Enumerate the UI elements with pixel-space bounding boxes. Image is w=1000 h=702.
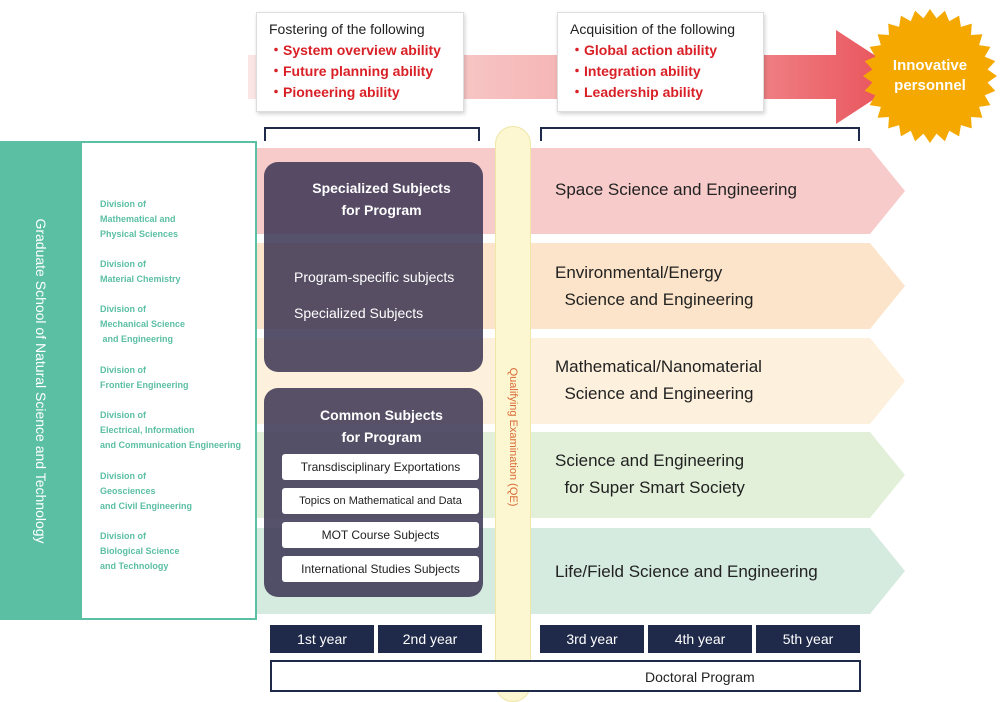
program-label-nanomaterial: Mathematical/Nanomaterial Science and En… xyxy=(555,353,762,407)
specialized-title: Specialized Subjects for Program xyxy=(264,177,499,221)
common-title-line: Common Subjects xyxy=(320,407,443,423)
school-bar: Graduate School of Natural Science and T… xyxy=(0,141,82,620)
year-1: 1st year xyxy=(270,625,374,653)
program-label-space: Space Science and Engineering xyxy=(555,176,797,203)
outcome-line1: Innovative xyxy=(892,57,968,74)
fostering-box: Fostering of the following ・System overv… xyxy=(256,12,464,112)
program-arrow-society xyxy=(530,432,905,518)
division-line: Frontier Engineering xyxy=(100,380,189,390)
division-frontier: Division of Frontier Engineering xyxy=(100,363,189,393)
program-line: Science and Engineering xyxy=(555,384,754,403)
program-line: Life/Field Science and Engineering xyxy=(555,562,818,581)
division-line: Geosciences xyxy=(100,486,156,496)
program-line: Space Science and Engineering xyxy=(555,180,797,199)
division-line: Division of xyxy=(100,199,147,209)
program-label-life: Life/Field Science and Engineering xyxy=(555,558,818,585)
school-name: Graduate School of Natural Science and T… xyxy=(33,218,49,544)
year-2: 2nd year xyxy=(378,625,482,653)
doctoral-program-box: Doctoral Program xyxy=(270,660,861,692)
doctoral-program-label: Doctoral Program xyxy=(645,669,755,685)
division-line: Division of xyxy=(100,471,147,481)
common-subject-item: International Studies Subjects xyxy=(282,556,479,582)
division-electrical: Division of Electrical, Information and … xyxy=(100,408,241,453)
division-material: Division of Material Chemistry xyxy=(100,257,181,287)
program-arrow-life xyxy=(530,528,905,614)
acquisition-item: ・Leadership ability xyxy=(570,84,704,100)
division-line: and Technology xyxy=(100,561,169,571)
common-subject-item: Transdisciplinary Exportations xyxy=(282,454,479,480)
program-line: Mathematical/Nanomaterial xyxy=(555,357,762,376)
division-line: and Civil Engineering xyxy=(100,501,193,511)
common-subject-item: MOT Course Subjects xyxy=(282,522,479,548)
program-label-society: Science and Engineering for Super Smart … xyxy=(555,447,745,501)
division-line: Mathematical and xyxy=(100,214,176,224)
program-line: Environmental/Energy xyxy=(555,263,723,282)
specialized-subjects-item: Specialized Subjects xyxy=(294,305,424,321)
program-specific-subjects: Program-specific subjects xyxy=(294,269,455,285)
program-line: Science and Engineering xyxy=(555,290,754,309)
acquisition-item: ・Integration ability xyxy=(570,63,701,79)
fostering-item: ・Future planning ability xyxy=(269,63,434,79)
division-line: Physical Sciences xyxy=(100,229,179,239)
program-arrow-space xyxy=(530,148,905,234)
acquisition-heading: Acquisition of the following xyxy=(570,21,735,37)
division-line: Division of xyxy=(100,259,147,269)
innovative-personnel-starburst xyxy=(863,9,997,143)
fostering-item: ・Pioneering ability xyxy=(269,84,400,100)
year-5: 5th year xyxy=(756,625,860,653)
division-line: Material Chemistry xyxy=(100,274,181,284)
acquisition-box: Acquisition of the following ・Global act… xyxy=(557,12,764,112)
doctoral-bracket xyxy=(540,127,860,141)
divisions-panel: Division of Mathematical and Physical Sc… xyxy=(82,141,257,620)
fostering-heading: Fostering of the following xyxy=(269,21,425,37)
common-title-line: for Program xyxy=(341,429,422,445)
division-line: Division of xyxy=(100,365,147,375)
fostering-item: ・System overview ability xyxy=(269,42,441,58)
specialized-subjects-box xyxy=(264,162,483,372)
division-line: Biological Science xyxy=(100,546,180,556)
division-line: and Communication Engineering xyxy=(100,440,242,450)
specialized-title-line: Specialized Subjects xyxy=(312,180,451,196)
outcome-line2: personnel xyxy=(894,77,966,94)
division-line: Division of xyxy=(100,304,147,314)
program-label-environment: Environmental/Energy Science and Enginee… xyxy=(555,259,753,313)
division-line: and Engineering xyxy=(100,334,174,344)
division-line: Electrical, Information xyxy=(100,425,195,435)
division-mathematical: Division of Mathematical and Physical Sc… xyxy=(100,197,178,242)
division-line: Mechanical Science xyxy=(100,319,186,329)
division-geosciences: Division of Geosciences and Civil Engine… xyxy=(100,469,192,514)
program-line: Science and Engineering xyxy=(555,451,745,470)
acquisition-item: ・Global action ability xyxy=(570,42,718,58)
common-title: Common Subjects for Program xyxy=(264,404,499,448)
common-subject-item: Topics on Mathematical and Data Science … xyxy=(282,488,479,533)
outcome-label: Innovative personnel xyxy=(868,56,992,96)
year-4: 4th year xyxy=(648,625,752,653)
division-mechanical: Division of Mechanical Science and Engin… xyxy=(100,302,185,347)
program-line: for Super Smart Society xyxy=(555,478,745,497)
division-biological: Division of Biological Science and Techn… xyxy=(100,529,180,574)
qualifying-exam-pill xyxy=(495,126,531,702)
division-line: Division of xyxy=(100,410,147,420)
specialized-title-line: for Program xyxy=(341,202,422,218)
division-line: Division of xyxy=(100,531,147,541)
program-arrow-environment xyxy=(530,243,905,329)
year-3: 3rd year xyxy=(540,625,644,653)
program-arrow-nanomaterial xyxy=(530,338,905,424)
qualifying-exam-label: Qualifying Examination (QE) xyxy=(507,367,519,507)
master-bracket xyxy=(264,127,480,141)
